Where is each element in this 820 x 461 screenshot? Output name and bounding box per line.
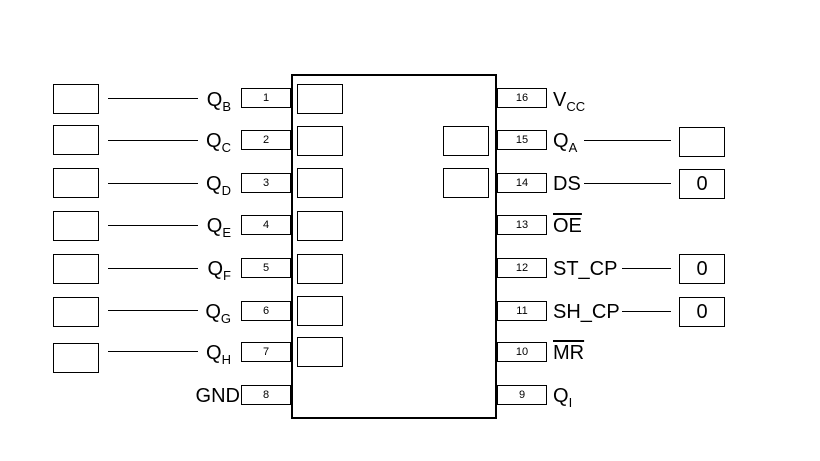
pin-number-2: 2 [241,130,291,150]
pin-label-vcc: VCC [553,89,586,114]
left-wire-qb [108,98,198,99]
pin-label-qd: QD [206,173,231,198]
output-box-qa [679,127,725,157]
internal-box-qa [443,126,489,156]
right-wire-ds [584,183,671,184]
pin-label-qg: QG [205,301,231,326]
left-wire-qh [108,351,198,352]
internal-box-qc [297,126,343,156]
pin-number-9: 9 [497,385,547,405]
pin-label-ds: DS [553,173,581,195]
pin-number-10: 10 [497,342,547,362]
input-box-ds[interactable]: 0 [679,169,725,199]
pin-number-6: 6 [241,301,291,321]
pin-label-qf: QF [207,258,231,283]
pin-number-12: 12 [497,258,547,278]
pin-label-mr: MR [553,342,585,364]
pin-number-8: 8 [241,385,291,405]
input-box-sh-cp[interactable]: 0 [679,297,725,327]
pin-label-qc: QC [206,130,231,155]
right-wire-qa [584,140,671,141]
left-wire-qf [108,268,198,269]
pin-number-14: 14 [497,173,547,193]
pin-number-4: 4 [241,215,291,235]
pin-label-st-cp: ST_CP [553,258,618,280]
left-output-box-qe [53,211,99,241]
input-box-st-cp[interactable]: 0 [679,254,725,284]
pin-label-qe: QE [206,215,231,240]
internal-box-qg [297,296,343,326]
pin-number-16: 16 [497,88,547,108]
left-wire-qe [108,225,198,226]
pin-label-qi: QI [553,385,573,410]
left-output-box-qg [53,297,99,327]
right-wire-sh-cp [622,311,671,312]
internal-box-qf [297,254,343,284]
internal-box-qh [297,337,343,367]
pin-number-15: 15 [497,130,547,150]
pin-label-qb: QB [206,89,231,114]
pin-label-qh: QH [206,342,231,367]
pin-number-7: 7 [241,342,291,362]
pin-number-3: 3 [241,173,291,193]
ic-chip-body [291,74,497,419]
pin-label-oe: OE [553,215,582,237]
pin-label-gnd: GND [195,385,240,407]
left-output-box-qf [53,254,99,284]
left-wire-qg [108,310,198,311]
internal-box-qe [297,211,343,241]
left-output-box-qh [53,343,99,373]
internal-box-qb [297,84,343,114]
left-wire-qc [108,140,198,141]
pin-number-11: 11 [497,301,547,321]
pin-label-sh-cp: SH_CP [553,301,620,323]
internal-box-qd [297,168,343,198]
left-output-box-qc [53,125,99,155]
pin-label-qa: QA [553,130,578,155]
left-output-box-qd [53,168,99,198]
left-wire-qd [108,183,198,184]
pin-number-13: 13 [497,215,547,235]
pin-number-5: 5 [241,258,291,278]
left-output-box-qb [53,84,99,114]
pin-number-1: 1 [241,88,291,108]
internal-box-ds [443,168,489,198]
right-wire-st-cp [622,268,671,269]
